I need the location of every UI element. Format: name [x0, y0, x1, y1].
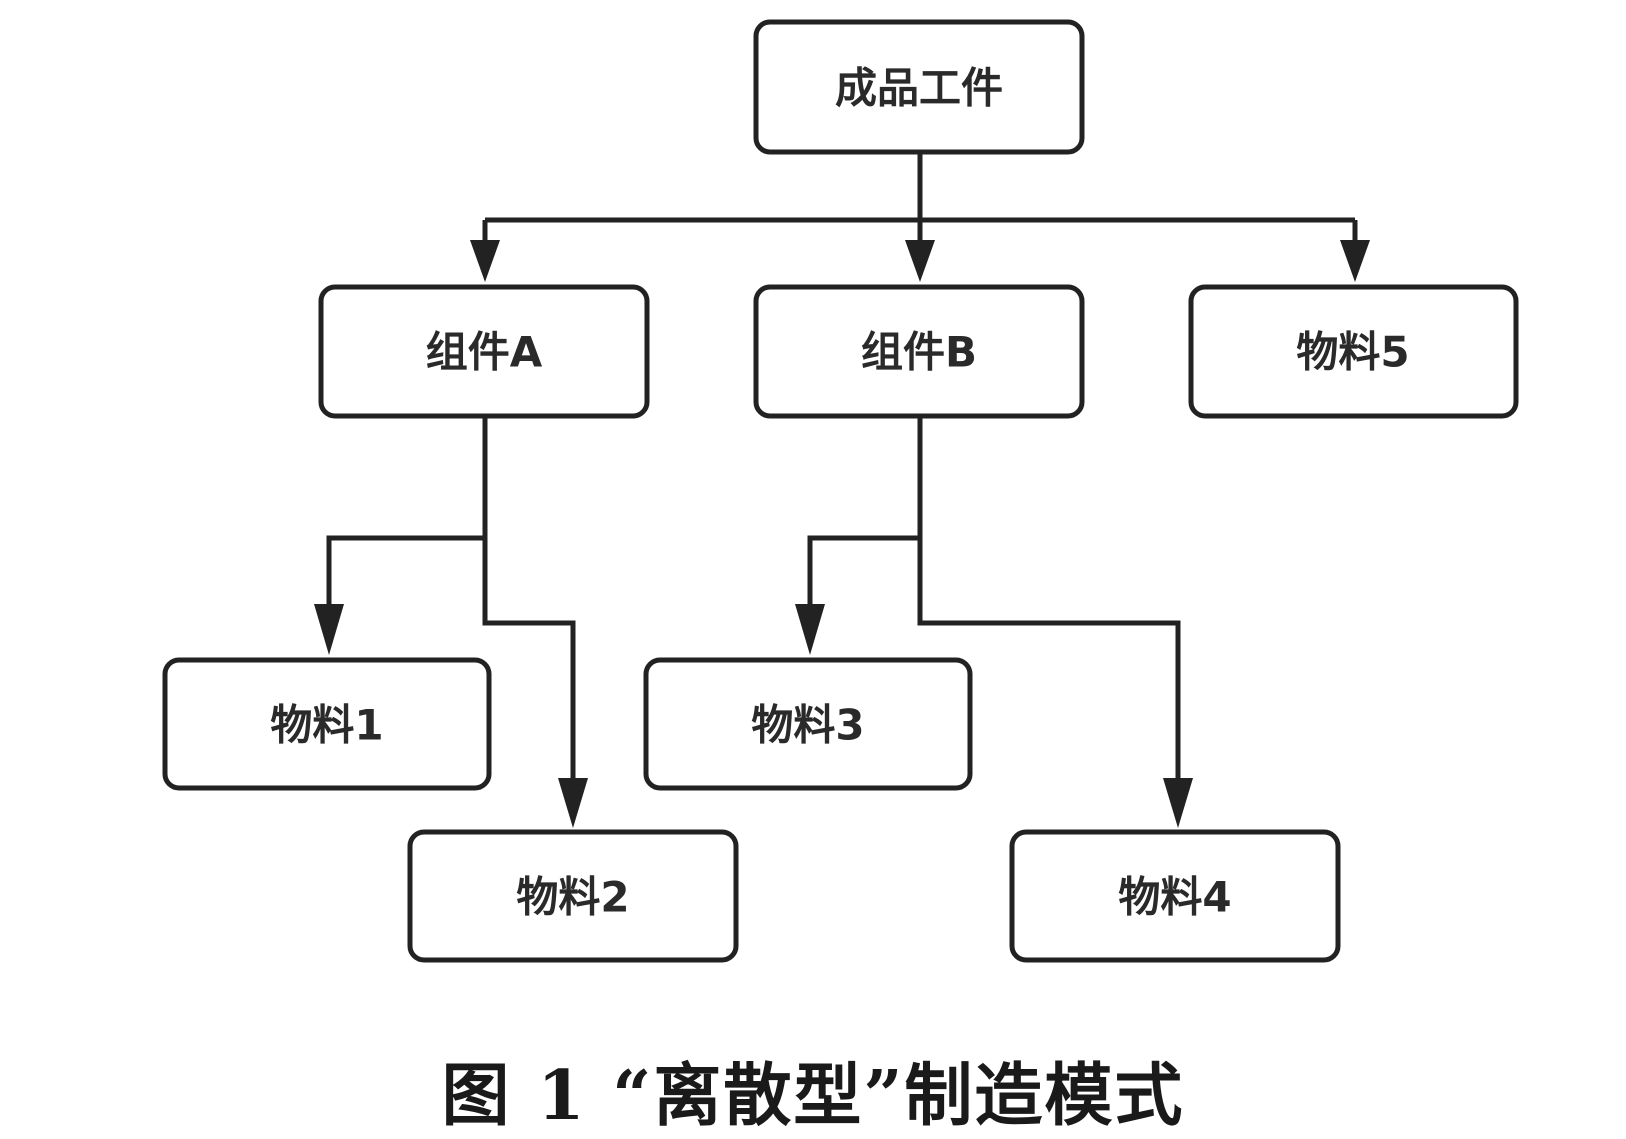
arrowhead-material-4 — [1163, 778, 1193, 828]
node-material-4-label: 物料4 — [1118, 873, 1231, 922]
node-material-4: 物料4 — [1009, 829, 1341, 963]
edge-assembly-b-trunk — [917, 416, 1181, 790]
arrowhead-material-2 — [558, 778, 588, 828]
edge-assembly-a-to-material-1 — [326, 535, 485, 615]
node-root-label: 成品工件 — [835, 64, 1003, 113]
node-material-2-label: 物料2 — [516, 873, 629, 922]
arrowhead-assembly-a — [470, 240, 500, 282]
node-material-3: 物料3 — [643, 657, 973, 791]
node-assembly-a: 组件A — [318, 284, 650, 419]
node-assembly-b-label: 组件B — [861, 328, 977, 377]
arrowhead-material-3 — [795, 604, 825, 655]
node-root: 成品工件 — [753, 19, 1085, 155]
node-material-1: 物料1 — [162, 657, 492, 791]
node-assembly-a-label: 组件A — [426, 328, 543, 377]
node-assembly-b: 组件B — [753, 284, 1085, 419]
edge-assembly-a-trunk — [482, 416, 576, 790]
node-material-5-label: 物料5 — [1296, 328, 1409, 377]
node-material-3-label: 物料3 — [751, 701, 864, 750]
edge-assembly-b-to-material-3 — [807, 535, 920, 615]
figure-caption: 图 1 “离散型”制造模式 — [441, 1056, 1185, 1136]
arrowhead-material-1 — [314, 604, 344, 655]
node-material-5: 物料5 — [1188, 284, 1519, 419]
node-material-1-label: 物料1 — [270, 701, 383, 750]
node-material-2: 物料2 — [407, 829, 739, 963]
edges — [314, 152, 1370, 828]
arrowhead-assembly-b — [905, 240, 935, 282]
arrowhead-material-5 — [1340, 240, 1370, 282]
